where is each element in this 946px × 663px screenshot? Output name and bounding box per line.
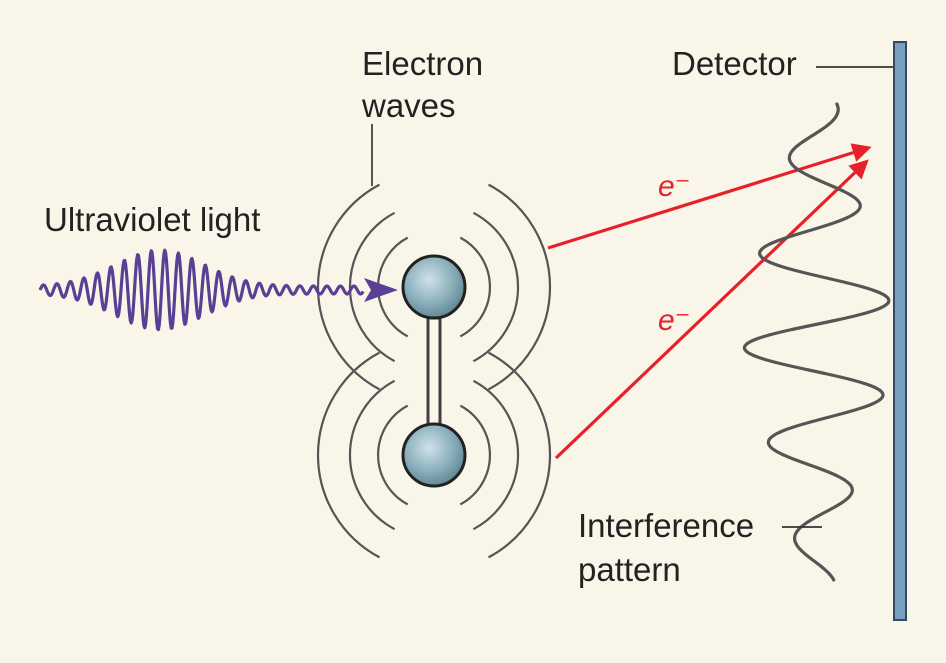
ultraviolet-light-label: Ultraviolet light bbox=[44, 201, 261, 238]
wave-arc-top-right-3 bbox=[487, 183, 552, 391]
wave-arc-top-right-2 bbox=[472, 211, 520, 363]
electron-path-top bbox=[547, 143, 872, 250]
wave-arc-bottom-left-3 bbox=[316, 351, 381, 559]
electron-wave-arcs-bottom bbox=[316, 351, 552, 559]
ultraviolet-wave-packet bbox=[38, 248, 365, 332]
electron-symbol-top: e⁻ bbox=[658, 170, 691, 203]
wave-arc-bottom-right-2 bbox=[472, 379, 520, 531]
wave-arc-bottom-left-2 bbox=[348, 379, 396, 531]
interference-pattern-label-line1: Interference bbox=[578, 507, 755, 544]
detector-plate bbox=[893, 41, 907, 621]
electron-waves-label-line1: Electron bbox=[362, 45, 484, 82]
ultraviolet-arrowhead bbox=[364, 278, 398, 302]
interference-curve bbox=[742, 102, 891, 582]
atom-top bbox=[401, 254, 467, 320]
electron-path-bottom bbox=[554, 159, 869, 460]
molecular-bond bbox=[426, 316, 442, 432]
electron-waves-label-line2: waves bbox=[362, 87, 456, 124]
molecule bbox=[401, 254, 467, 488]
electron-symbol-bottom: e⁻ bbox=[658, 304, 691, 337]
electron-wave-arcs-top bbox=[316, 183, 552, 391]
detector-label: Detector bbox=[672, 45, 797, 82]
wave-arc-bottom-right-1 bbox=[459, 404, 492, 506]
wave-arc-top-left-2 bbox=[348, 211, 396, 363]
wave-arc-bottom-right-3 bbox=[487, 351, 552, 559]
wave-arc-top-right-1 bbox=[459, 236, 492, 338]
interference-pattern-label-line2: pattern bbox=[578, 551, 681, 588]
wave-arc-bottom-left-1 bbox=[376, 404, 409, 506]
wave-arc-top-left-3 bbox=[316, 183, 381, 391]
atom-bottom bbox=[401, 422, 467, 488]
